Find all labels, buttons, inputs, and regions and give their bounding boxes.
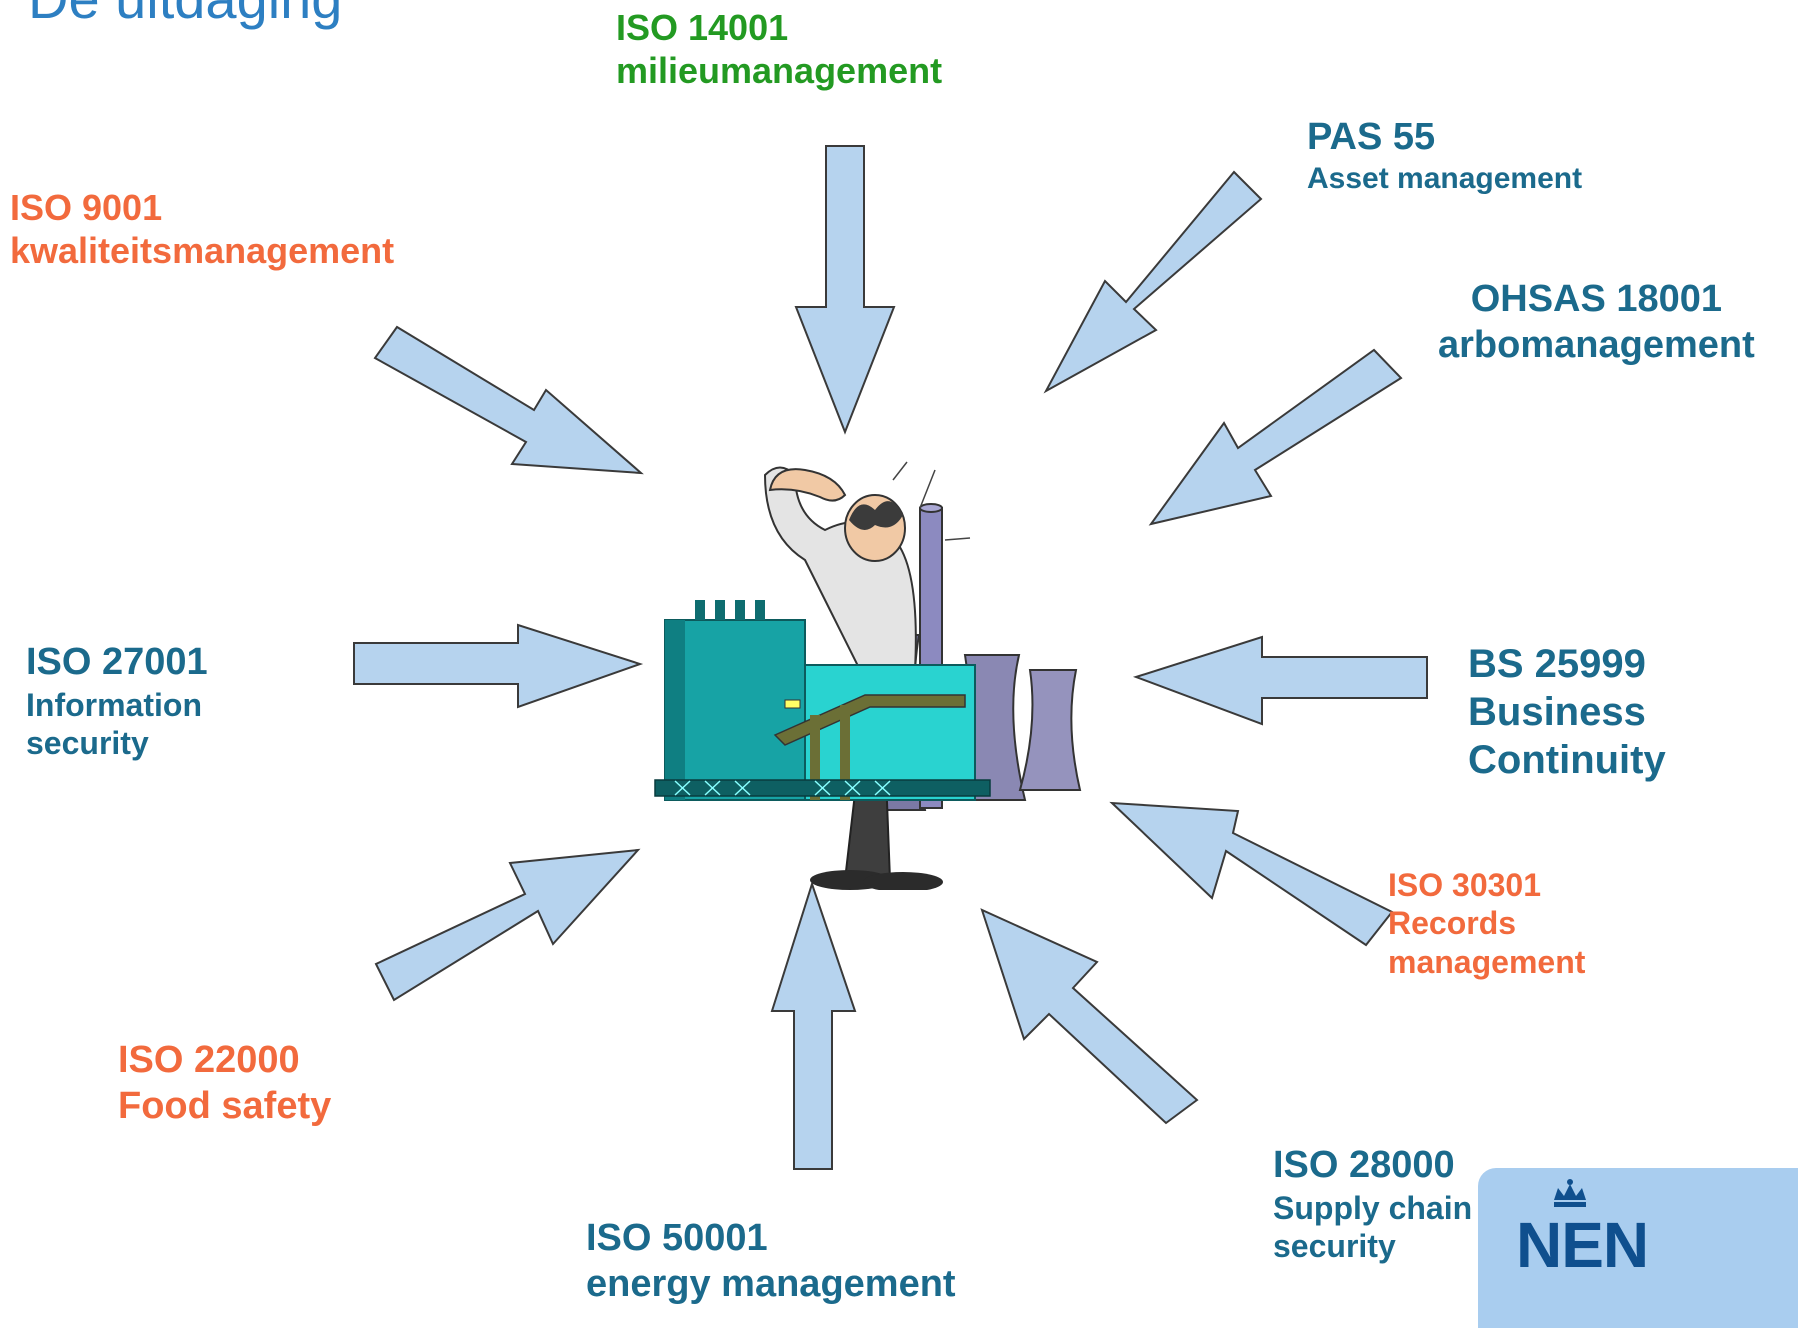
arrow-iso9001 xyxy=(373,325,644,475)
crown-icon xyxy=(1554,1179,1586,1207)
arrow-iso27001 xyxy=(353,623,644,709)
arrow-iso30301 xyxy=(1109,801,1394,947)
page-title: De uitdaging xyxy=(28,0,342,31)
label-iso27001: ISO 27001 Information security xyxy=(26,641,208,761)
arrow-pas55 xyxy=(1043,170,1263,394)
label-iso28000: ISO 28000 Supply chain security xyxy=(1273,1144,1473,1264)
arrow-bs25999 xyxy=(1132,635,1428,726)
arrow-iso28000 xyxy=(980,908,1199,1125)
arrow-ohsas18001 xyxy=(1148,348,1403,526)
arrow-iso14001 xyxy=(794,145,896,435)
arrow-iso22000 xyxy=(374,848,641,1002)
nen-logo: NEN xyxy=(1516,1209,1649,1281)
nen-logo-background xyxy=(1478,1168,1798,1328)
arrow-iso50001 xyxy=(770,880,857,1170)
confused-man-power-plant-illustration xyxy=(654,461,1082,890)
